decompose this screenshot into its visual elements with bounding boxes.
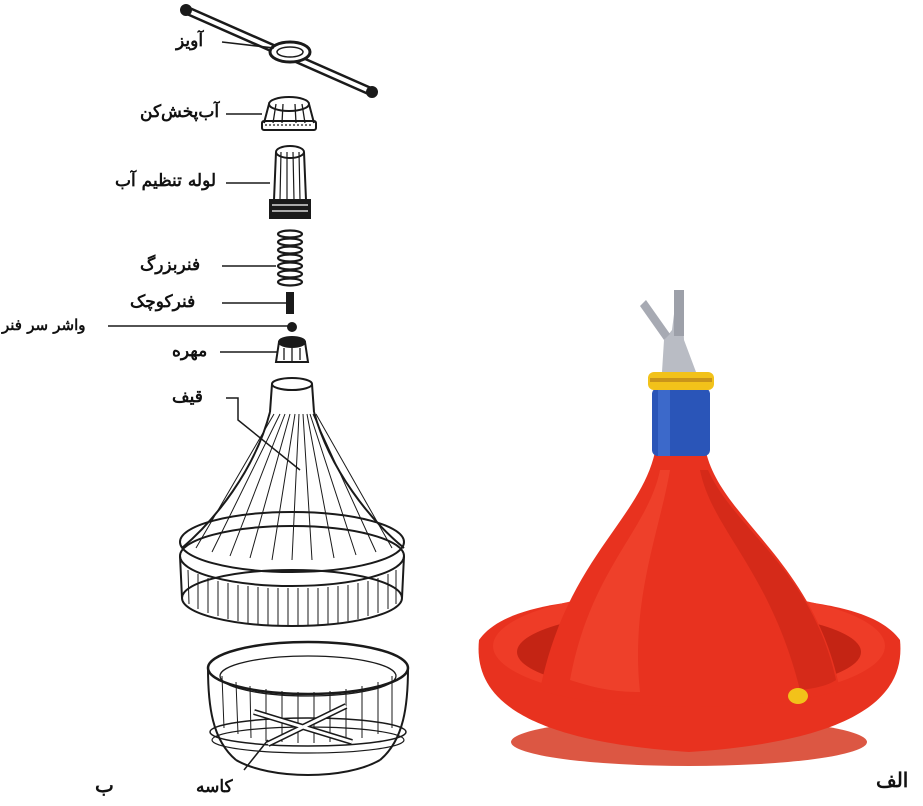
label-water-regulator-tube: لوله تنظیم آب: [115, 173, 216, 190]
bell-drinker-photo: [479, 290, 901, 766]
spring-washer-part: [288, 323, 296, 331]
label-water-distributor: آب‌پخش‌کن: [140, 104, 219, 121]
big-spring-part: [278, 231, 302, 286]
hanger-part: [181, 5, 377, 97]
label-nut: مهره: [172, 343, 207, 360]
funnel-part: [180, 378, 404, 626]
label-hanger: آویز: [176, 33, 203, 50]
small-spring-part: [287, 293, 293, 313]
panel-label-b: ب: [95, 775, 114, 795]
label-bowl: کاسه: [196, 779, 233, 796]
label-spring-washer: واشر سر فنر: [2, 318, 86, 333]
label-big-spring: فنربزرگ: [140, 257, 200, 274]
water-regulator-tube-part: [270, 146, 310, 218]
label-small-spring: فنرکوچک: [130, 294, 195, 311]
bowl-part: [208, 642, 408, 775]
water-distributor-part: [262, 97, 316, 130]
label-funnel: قیف: [172, 389, 203, 406]
nut-part: [276, 337, 308, 362]
panel-label-alef: الف: [876, 770, 908, 790]
